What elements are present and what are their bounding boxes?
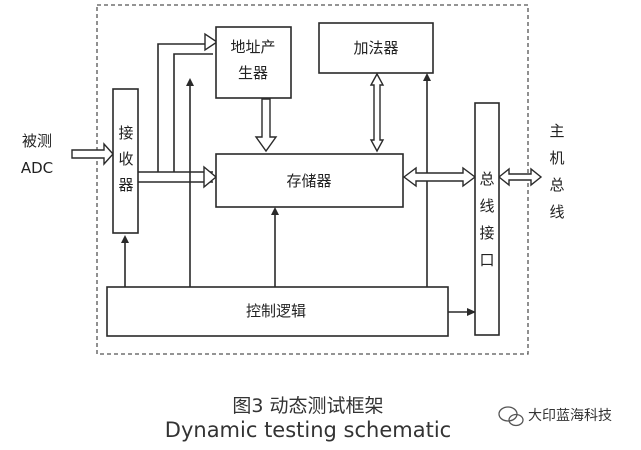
addr-to-memory-arrow <box>254 98 278 153</box>
figure-caption-en: Dynamic testing schematic <box>165 418 451 442</box>
control-logic-box <box>106 286 449 337</box>
receiver-label-1: 接 <box>118 124 133 142</box>
memory-bus-arrow <box>402 166 477 188</box>
bus-interface-label-2: 线 <box>479 197 494 215</box>
bus-interface-label-3: 接 <box>479 224 494 242</box>
receiver-box <box>112 88 139 234</box>
signal-lines <box>124 43 475 313</box>
address-generator-label-2: 生器 <box>238 64 268 82</box>
bus-interface-label-4: 口 <box>479 251 494 269</box>
adder-memory-arrow <box>369 72 385 153</box>
host-bus-label-2: 机 <box>549 149 564 167</box>
memory-label: 存储器 <box>286 172 331 190</box>
address-generator-box <box>215 26 292 99</box>
receiver-label-2: 收 <box>118 150 133 168</box>
adc-input-arrow <box>71 142 114 166</box>
control-logic-label: 控制逻辑 <box>246 302 306 320</box>
bus-interface-label-1: 总 <box>479 170 494 188</box>
memory-box <box>215 153 404 208</box>
addr-input-arrowhead-1 <box>204 32 219 52</box>
receiver-label-3: 器 <box>118 176 133 194</box>
watermark: 大印蓝海科技 <box>498 406 612 427</box>
receiver-to-memory-arrowhead <box>203 165 218 189</box>
watermark-text: 大印蓝海科技 <box>528 408 612 424</box>
host-bus-label-1: 主 <box>549 122 564 140</box>
adder-box <box>318 22 434 74</box>
bus-interface-box <box>474 102 500 336</box>
address-generator-label-1: 地址产 <box>230 38 275 56</box>
adder-label: 加法器 <box>353 39 398 57</box>
bus-host-arrow <box>497 167 543 187</box>
figure-caption-cn: 图3 动态测试框架 <box>232 395 383 417</box>
adc-input-label-2: ADC <box>21 159 53 177</box>
host-bus-label-4: 线 <box>549 203 564 221</box>
wechat-icon <box>498 406 524 427</box>
adc-input-label-1: 被测 <box>22 132 52 150</box>
control-arrowheads <box>121 73 476 316</box>
host-bus-label-3: 总 <box>549 176 564 194</box>
data-arrows <box>71 32 543 189</box>
